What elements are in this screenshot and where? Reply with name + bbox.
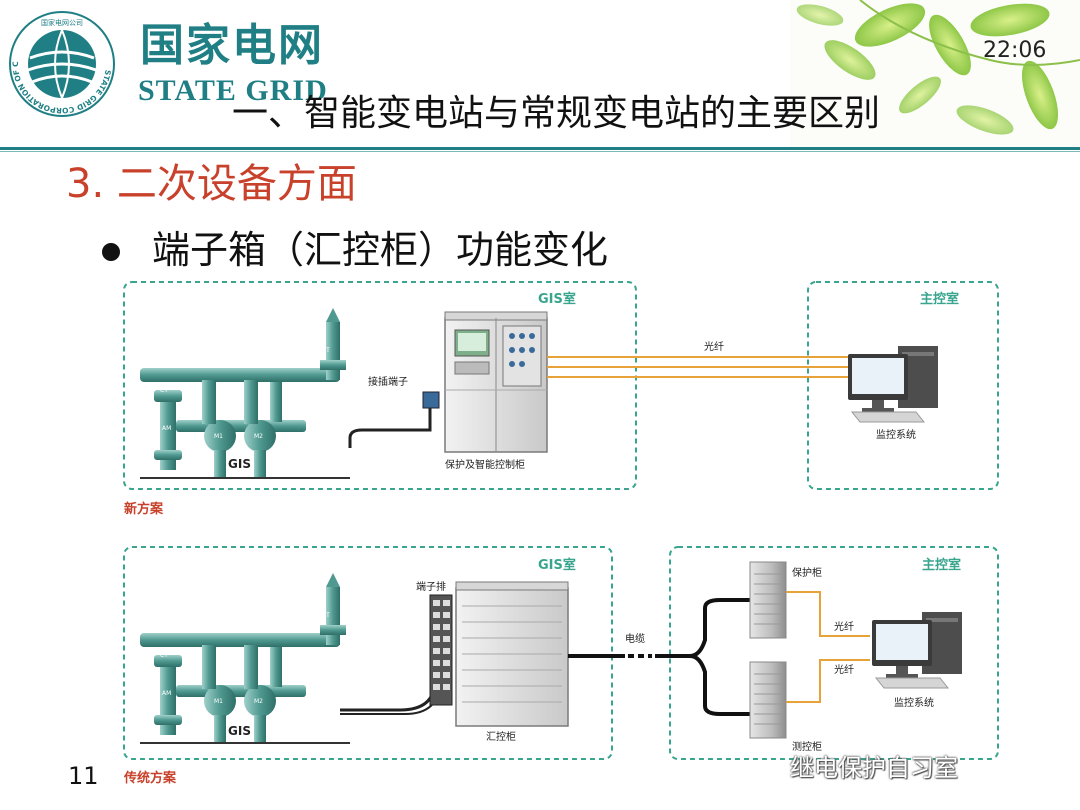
trad-gis-component-am: AM [162,690,171,697]
new-gis-component-ds: DS [204,355,213,362]
new-control-room-box [807,281,999,490]
new-gis-room-label: GIS室 [538,291,576,307]
trad-gis-equipment [139,572,351,744]
new-gis-equipment [139,307,351,479]
new-gis-component-ct: CT [160,387,168,394]
protection-cabinet-label: 保护柜 [792,566,822,579]
new-gis-component-m2: M2 [254,433,263,440]
section-heading: 3. 二次设备方面 [66,161,357,207]
protection-cabinet-rack [749,561,787,639]
watermark-text: 继电保护自习室 [790,754,958,782]
new-scheme-caption: 新方案 [124,501,164,517]
trad-control-room-box [669,546,999,760]
slide-title: 一、智能变电站与常规变电站的主要区别 [232,93,881,134]
trad-gis-room-label: GIS室 [538,557,576,573]
new-gis-component-am: AM [162,425,171,432]
connector-plug [422,391,440,409]
trad-gis-component-es: ES [234,618,242,625]
bullet-dot-icon [102,243,120,261]
terminal-row-label: 端子排 [416,580,446,593]
trad-fiber-1 [786,591,870,637]
connector-label: 接插端子 [368,375,408,388]
state-grid-logo: STATE GRID CORPORATION OF CHINA 国家电网公司 [8,10,115,117]
new-gis-component-cb: CB [164,355,172,362]
cable-label: 电缆 [625,632,645,645]
title-divider-thin [0,151,1080,152]
trad-fiber-label-2: 光纤 [834,663,854,676]
trad-control-room-label: 主控室 [922,557,961,573]
trad-gis-component-ds: DS [204,620,213,627]
cabinet-label: 保护及智能控制柜 [445,458,525,471]
trad-fiber-label-1: 光纤 [834,620,854,633]
new-fiber-label: 光纤 [704,340,724,353]
new-control-room-label: 主控室 [920,291,959,307]
scheme-diagram: GIS室 主控室 CB DS ES CT VT AM M1 M2 GIS 接插端… [123,281,999,786]
measure-cabinet-rack [749,661,787,739]
page-number: 11 [68,762,99,790]
clock-time: 22:06 [983,38,1047,63]
title-divider [0,147,1080,150]
trad-fiber-2 [786,659,870,703]
trad-gis-component-vt: VT [322,612,330,619]
new-gis-label: GIS [228,457,251,471]
trad-gis-room-box [123,546,613,760]
new-monitor-computer [847,345,939,423]
new-monitor-label: 监控系统 [876,428,916,441]
trad-scheme-caption: 传统方案 [123,770,177,786]
new-gis-component-es: ES [234,353,242,360]
terminal-row [429,594,453,706]
logo-top-text: 国家电网公司 [41,18,83,27]
cable-branch [689,598,750,716]
trad-cable-bundle [340,600,437,712]
new-control-cable [348,405,432,448]
trad-monitor-computer [871,611,963,689]
brand-name-cn: 国家电网 [140,20,324,71]
measure-cabinet-label: 测控柜 [792,740,822,753]
local-control-cabinet [455,581,569,727]
local-cabinet-label: 汇控柜 [486,730,516,743]
new-gis-room-box [123,281,637,490]
trad-gis-component-ct: CT [160,652,168,659]
leaf-decoration [790,0,1080,150]
trad-gis-component-m2: M2 [254,698,263,705]
new-gis-component-vt: VT [322,347,330,354]
smart-control-cabinet [444,311,548,453]
trad-monitor-label: 监控系统 [894,696,934,709]
new-gis-component-m1: M1 [214,433,223,440]
trad-gis-component-m1: M1 [214,698,223,705]
bullet-text: 端子箱（汇控柜）功能变化 [152,228,609,272]
brand-name-en: STATE GRID [138,74,328,107]
trad-gis-label: GIS [228,724,251,738]
trad-gis-component-cb: CB [164,620,172,627]
